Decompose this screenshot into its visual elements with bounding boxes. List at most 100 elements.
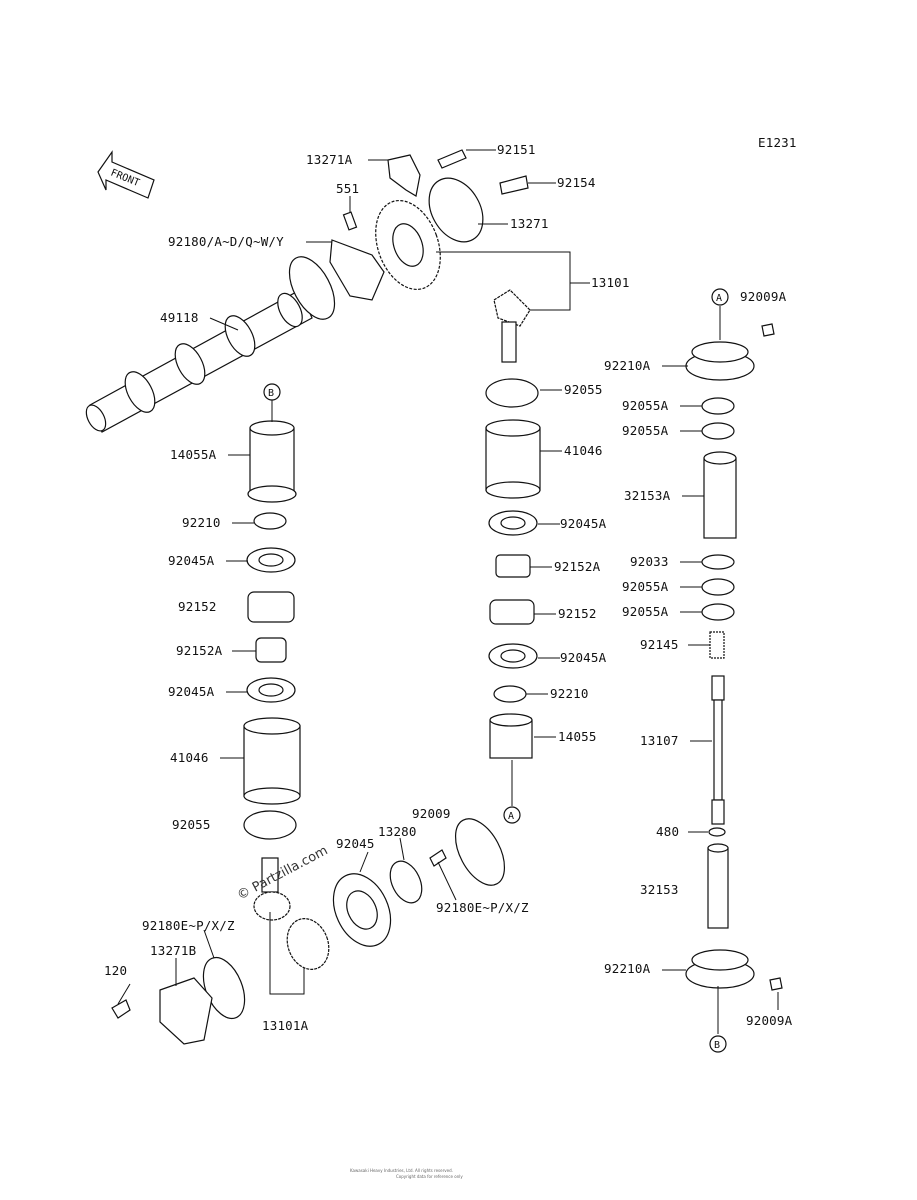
bearing-92045A-mid1 (488, 510, 538, 536)
cover-13271B (159, 977, 213, 1045)
label-92045A-left2: 92045A (168, 684, 215, 699)
gasket-part (329, 239, 385, 301)
label-13271: 13271 (510, 216, 549, 231)
svg-text:A: A (508, 811, 514, 822)
label-13101A: 13101A (262, 1018, 309, 1033)
ring-92033 (701, 554, 735, 570)
nut-92210A-bottom (685, 949, 755, 989)
label-92055-mid: 92055 (564, 382, 603, 397)
housing-41046-left (243, 717, 301, 805)
bolt-92180-right (429, 849, 447, 867)
oring-92055A-1 (701, 397, 735, 415)
bearing-92045A-left1 (246, 547, 296, 573)
diagram-code: E1231 (758, 135, 797, 150)
shaft-13107 (711, 675, 725, 825)
bracket-part (387, 154, 421, 197)
callout-a-bottom: A (503, 806, 521, 824)
label-92180EZ-left: 92180E~P/X/Z (142, 918, 235, 933)
label-92210-left: 92210 (182, 515, 221, 530)
bolt-92154 (499, 175, 529, 195)
oring-92055A-4 (701, 603, 735, 621)
callout-b-top: B (263, 383, 281, 401)
label-32153: 32153 (640, 882, 679, 897)
label-13271B: 13271B (150, 943, 196, 958)
label-92033: 92033 (630, 554, 669, 569)
label-92145: 92145 (640, 637, 679, 652)
label-13271A: 13271A (306, 152, 353, 167)
nut-92210-mid (493, 685, 527, 703)
label-14055A: 14055A (170, 447, 217, 462)
oring-92009 (454, 818, 506, 886)
oring-92055-left (243, 810, 297, 840)
housing-41046-mid (485, 419, 541, 499)
pin-551 (342, 211, 358, 231)
label-92009A-bot: 92009A (746, 1013, 793, 1028)
label-92009A-top: 92009A (740, 289, 787, 304)
label-92055-left: 92055 (172, 817, 211, 832)
bearing-92045A-left2 (246, 677, 296, 703)
collar-92152A-mid (495, 554, 531, 578)
oring-92055A-2 (701, 422, 735, 440)
label-92180EZ-right: 92180E~P/X/Z (436, 900, 529, 915)
label-92045: 92045 (336, 836, 375, 851)
label-14055: 14055 (558, 729, 597, 744)
front-arrow-icon: FRONT (97, 150, 155, 199)
ring-480 (708, 827, 726, 837)
label-92152-mid: 92152 (558, 606, 597, 621)
nut-92210A-top (685, 341, 755, 381)
callout-b-bottom: B (709, 1035, 727, 1053)
label-41046-left: 41046 (170, 750, 209, 765)
collar-92152A-left (255, 637, 287, 663)
svg-text:A: A (716, 293, 722, 304)
label-92055A-4: 92055A (622, 604, 669, 619)
label-92055A-1: 92055A (622, 398, 669, 413)
oring-92055-mid (485, 378, 539, 408)
label-92210-mid: 92210 (550, 686, 589, 701)
label-92210A-bot: 92210A (604, 961, 651, 976)
label-92180AY: 92180/A~D/Q~W/Y (168, 234, 284, 249)
label-92151: 92151 (497, 142, 536, 157)
label-92045A-mid1: 92045A (560, 516, 607, 531)
label-13101: 13101 (591, 275, 630, 290)
label-32153A: 32153A (624, 488, 671, 503)
label-92152A-mid: 92152A (554, 559, 601, 574)
oring-92055A-3 (701, 578, 735, 596)
sleeve-32153 (707, 843, 729, 929)
svg-text:B: B (268, 388, 274, 399)
sleeve-14055-mid (489, 713, 533, 759)
label-92152-left: 92152 (178, 599, 217, 614)
label-13280: 13280 (378, 824, 417, 839)
label-41046-mid: 41046 (564, 443, 603, 458)
label-92210A-top: 92210A (604, 358, 651, 373)
spring-92145 (709, 631, 725, 659)
sleeve-32153A (703, 451, 737, 539)
footer-line-1: Kawasaki Heavy Industries, Ltd. All righ… (350, 1168, 453, 1173)
label-480: 480 (656, 824, 679, 839)
label-120: 120 (104, 963, 127, 978)
footer-line-2: Copyright data for reference only (396, 1174, 463, 1179)
leader-lines (117, 149, 779, 1034)
label-92152A-left: 92152A (176, 643, 223, 658)
label-92045A-left1: 92045A (168, 553, 215, 568)
bolt-92151 (437, 149, 467, 169)
part-labels: 13271A 92151 92154 551 13271 92180/A~D/Q… (104, 142, 793, 1033)
bevel-gear-part (493, 289, 531, 363)
label-92055A-2: 92055A (622, 423, 669, 438)
shim-13280 (389, 860, 423, 904)
label-92009: 92009 (412, 806, 451, 821)
label-49118: 49118 (160, 310, 199, 325)
nut-92210-left (253, 512, 287, 530)
collar-92152-left (247, 591, 295, 623)
bearing-92045-bottom (332, 873, 392, 947)
bolt-92009A-bottom (769, 977, 783, 991)
bolt-92009A-top (761, 323, 775, 337)
sleeve-14055A-left (247, 420, 297, 503)
bolt-120 (111, 999, 131, 1019)
label-92154: 92154 (557, 175, 596, 190)
collar-92152-mid (489, 599, 535, 625)
bevel-gear-13101A (253, 857, 330, 970)
bearing-92045A-mid2 (488, 643, 538, 669)
svg-text:B: B (714, 1040, 720, 1051)
